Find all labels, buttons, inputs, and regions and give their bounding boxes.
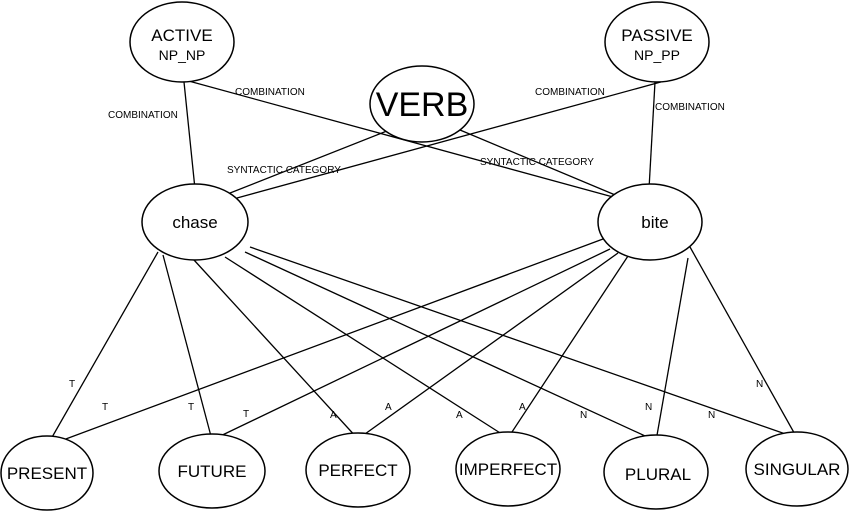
label-syntactic-category-bite: SYNTACTIC CATEGORY	[480, 157, 594, 168]
label-a-4: A	[519, 402, 526, 413]
node-singular-label: SINGULAR	[754, 460, 841, 479]
label-a-2: A	[385, 402, 392, 413]
node-active: ACTIVE NP_NP	[129, 1, 235, 83]
node-active-sublabel: NP_NP	[159, 47, 206, 63]
edge-active-chase	[183, 81, 196, 190]
edge-bite-present	[46, 238, 604, 447]
node-chase: chase	[141, 183, 249, 261]
edge-passive-bite	[648, 81, 656, 190]
label-a-1: A	[330, 410, 337, 421]
label-t-3: T	[188, 402, 194, 413]
edge-bite-plural	[655, 257, 689, 442]
node-verb: VERB	[369, 65, 475, 143]
edge-chase-present	[46, 251, 159, 447]
node-passive-sublabel: NP_PP	[634, 47, 680, 63]
node-singular: SINGULAR	[745, 431, 849, 507]
edge-passive-chase	[236, 79, 669, 199]
node-future-label: FUTURE	[178, 462, 247, 481]
label-syntactic-category-chase: SYNTACTIC CATEGORY	[227, 165, 341, 176]
label-n-2: N	[645, 402, 652, 413]
edge-bite-perfect	[357, 252, 619, 440]
node-imperfect-label: IMPERFECT	[459, 460, 557, 479]
edge-verb-bite	[459, 129, 621, 198]
label-combination-active-bite: COMBINATION	[235, 87, 305, 98]
edge-bite-future	[211, 248, 611, 441]
node-verb-label: VERB	[376, 86, 469, 124]
node-passive: PASSIVE NP_PP	[604, 1, 710, 83]
label-t-2: T	[102, 402, 108, 413]
node-passive-label: PASSIVE	[621, 26, 693, 45]
label-a-3: A	[456, 410, 463, 421]
node-bite-label: bite	[641, 213, 668, 232]
label-combination-passive-chase: COMBINATION	[535, 87, 605, 98]
edge-labels: COMBINATION COMBINATION COMBINATION COMB…	[69, 87, 763, 421]
edge-chase-imperfect	[224, 256, 509, 439]
node-active-label: ACTIVE	[151, 26, 212, 45]
node-perfect: PERFECT	[305, 432, 411, 508]
node-imperfect: IMPERFECT	[455, 431, 561, 507]
edge-bite-singular	[689, 246, 798, 439]
node-present: PRESENT	[0, 435, 94, 511]
node-perfect-label: PERFECT	[318, 461, 397, 480]
node-present-label: PRESENT	[7, 464, 87, 483]
edge-bite-imperfect	[507, 255, 629, 439]
label-combination-active-chase: COMBINATION	[108, 110, 178, 121]
label-n-1: N	[580, 410, 587, 421]
label-t-4: T	[243, 409, 249, 420]
node-future: FUTURE	[158, 433, 266, 509]
edge-chase-plural	[244, 251, 657, 442]
edge-chase-singular	[249, 246, 798, 439]
node-bite: bite	[597, 183, 703, 261]
edge-chase-future	[162, 254, 213, 441]
node-chase-label: chase	[172, 213, 217, 232]
label-n-3: N	[708, 410, 715, 421]
edge-verb-chase	[224, 128, 393, 196]
node-plural-label: PLURAL	[625, 465, 691, 484]
label-t-1: T	[69, 379, 75, 390]
label-combination-passive-bite: COMBINATION	[655, 102, 725, 113]
label-n-4: N	[756, 379, 763, 390]
edge-chase-perfect	[193, 259, 359, 440]
edges	[46, 79, 798, 447]
node-plural: PLURAL	[603, 434, 709, 510]
